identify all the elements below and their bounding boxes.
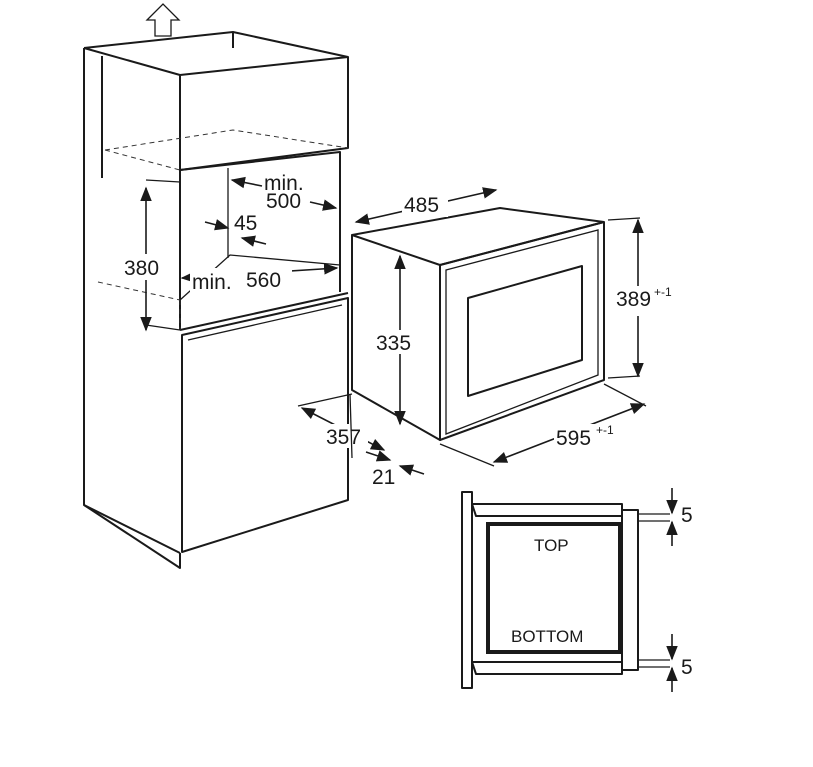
dim-gap-bottom: 5: [681, 656, 693, 679]
dim-width-tolerance: +-1: [596, 423, 614, 437]
appliance-dimensions: 485 335 389 +-1 595 +-1 357 21: [297, 187, 686, 489]
dim-side-depth: 357: [326, 426, 361, 449]
dim-inner-height: 335: [376, 332, 411, 355]
dim-appliance-width: 595: [556, 427, 591, 450]
dim-min-label: min.: [264, 172, 304, 195]
frame-bottom-label: BOTTOM: [511, 627, 583, 646]
dim-cabinet-height: 380: [124, 257, 159, 280]
dim-gap: 45: [234, 212, 257, 235]
dim-door: 21: [372, 466, 395, 489]
appliance: [351, 207, 605, 441]
dim-cabinet-width: 560: [246, 269, 281, 292]
dim-gap-top: 5: [681, 504, 693, 527]
dim-cabinet-depth: 500: [266, 190, 301, 213]
frame-detail: TOP BOTTOM 5 5: [461, 488, 693, 692]
frame-top-label: TOP: [534, 536, 569, 555]
dim-height-tolerance: +-1: [654, 285, 672, 299]
dim-width-prefix: min.: [192, 271, 232, 294]
dim-appliance-height: 389: [616, 288, 651, 311]
dim-appliance-depth: 485: [404, 194, 439, 217]
cabinet-dimensions: 380 min. 500 45 min. 560: [122, 172, 339, 332]
cabinet: [83, 3, 349, 569]
arrow-up-icon: [145, 3, 181, 37]
